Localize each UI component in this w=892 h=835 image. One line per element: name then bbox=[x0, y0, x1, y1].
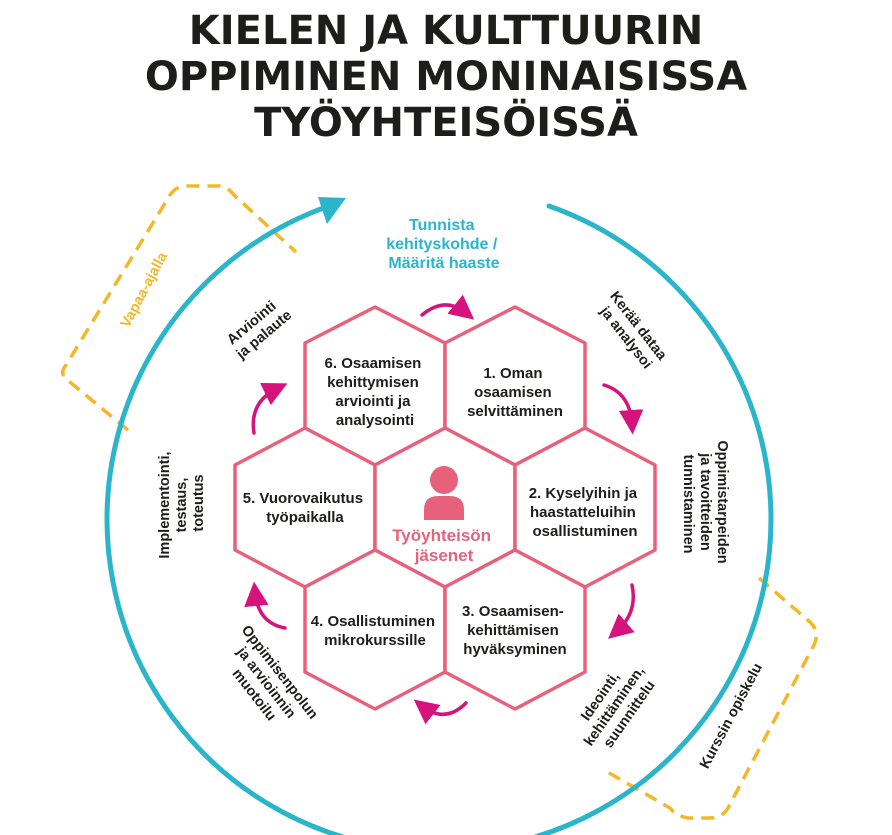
person-icon bbox=[424, 466, 464, 520]
ring-label-line: ja tavoitteiden bbox=[697, 452, 713, 551]
cycle-ring bbox=[104, 203, 774, 835]
curved-arrow-icon bbox=[420, 294, 475, 320]
hexagon-3-label: 3. Osaamisen- kehittämisen hyväksyminen bbox=[462, 603, 568, 658]
hexagon-label-line: 1. Oman bbox=[483, 365, 542, 382]
hexagon-label-line: kehittymisen bbox=[327, 374, 419, 391]
curved-arrow-icon bbox=[251, 383, 288, 435]
center-label-line: Työyhteisön bbox=[392, 526, 491, 545]
center-label: Työyhteisön jäsenet bbox=[392, 526, 496, 565]
curved-arrow-icon bbox=[608, 583, 635, 639]
ring-label-line: tunnistaminen bbox=[680, 454, 696, 553]
hexagon-5-label: 5. Vuorovaikutus työpaikalla bbox=[243, 490, 367, 526]
hexagon-label-line: mikrokurssille bbox=[324, 632, 426, 649]
top-label: Tunnista kehityskohde / Määritä haaste bbox=[386, 217, 502, 272]
hexagon-label-line: 3. Osaamisen- bbox=[462, 603, 564, 620]
title-line-2: OPPIMINEN MONINAISISSA bbox=[144, 54, 748, 100]
curved-arrow-icon bbox=[244, 581, 287, 630]
hexagon-label-line: 4. Osallistuminen bbox=[311, 613, 435, 630]
hexagon-label-line: osallistuminen bbox=[532, 523, 637, 540]
hexagon-label-line: 6. Osaamisen bbox=[325, 355, 422, 372]
ring-label-line: Oppimistarpeiden bbox=[714, 440, 730, 563]
hexagon-label-line: 5. Vuorovaikutus bbox=[243, 490, 363, 507]
hexagon-2-label: 2. Kyselyihin ja haastatteluihin osallis… bbox=[529, 485, 642, 540]
top-label-line: kehityskohde / bbox=[386, 236, 498, 253]
title-line-1: KIELEN JA KULTTUURIN bbox=[188, 8, 704, 54]
ring-label-line: testaus, bbox=[174, 478, 190, 533]
free-time-label-text: Vapaa-ajalla bbox=[118, 249, 172, 331]
hexagon-label-line: hyväksyminen bbox=[463, 641, 566, 658]
hexagon-6-label: 6. Osaamisen kehittymisen arviointi ja a… bbox=[325, 355, 426, 429]
ring-label-needs: Oppimistarpeiden ja tavoitteiden tunnist… bbox=[680, 440, 730, 567]
hexagon-label-line: 2. Kyselyihin ja bbox=[529, 485, 638, 502]
ring-label-data: Kerää dataa ja analysoi bbox=[593, 289, 672, 377]
hexagon-label-line: analysointi bbox=[336, 412, 414, 429]
hexagon-label-line: kehittämisen bbox=[467, 622, 559, 639]
hexagon-1-label: 1. Oman osaamisen selvittäminen bbox=[467, 365, 563, 420]
hexagon-label-line: osaamisen bbox=[474, 384, 552, 401]
free-time-dashed-frame bbox=[61, 184, 298, 432]
center-label-line: jäsenet bbox=[414, 546, 474, 565]
ring-label-implement: Implementointi, testaus, toteutus bbox=[157, 447, 207, 558]
hexagon-label-line: arviointi ja bbox=[335, 393, 411, 410]
hexagon-label-line: haastatteluihin bbox=[530, 504, 636, 521]
free-time-label: Vapaa-ajalla bbox=[118, 249, 172, 331]
top-label-line: Tunnista bbox=[409, 217, 475, 234]
curved-arrow-icon bbox=[413, 699, 468, 725]
ring-label-line: toteutus bbox=[191, 474, 207, 531]
step-arrows bbox=[244, 294, 644, 725]
curved-arrow-icon bbox=[602, 383, 644, 435]
title-line-3: TYÖYHTEISÖISSÄ bbox=[254, 100, 638, 146]
hexagon-4-label: 4. Osallistuminen mikrokurssille bbox=[311, 613, 439, 649]
hexagon-3 bbox=[443, 548, 587, 711]
hexagon-label-line: selvittäminen bbox=[467, 403, 563, 420]
hexagon-label-line: työpaikalla bbox=[266, 509, 344, 526]
ring-arrowhead-icon bbox=[318, 197, 346, 224]
ring-label-evaluate: Arviointi ja palaute bbox=[222, 294, 295, 363]
ring-label-line: Implementointi, bbox=[157, 451, 173, 558]
top-label-line: Määritä haaste bbox=[388, 255, 499, 272]
page-title: KIELEN JA KULTTUURIN OPPIMINEN MONINAISI… bbox=[0, 8, 892, 146]
